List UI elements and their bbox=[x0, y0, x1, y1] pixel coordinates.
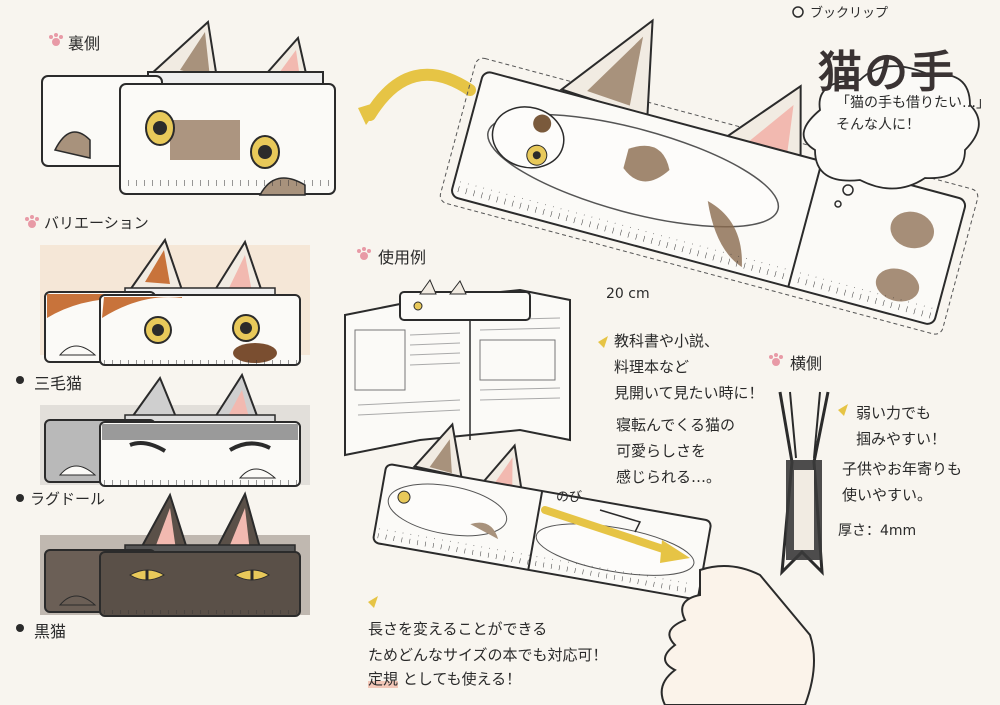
variant-label: 黒猫 bbox=[34, 622, 67, 641]
bubble-text: 「猫の手も借りたい…」 そんな人に！ bbox=[836, 95, 990, 133]
ruler-word: 定規 bbox=[368, 670, 399, 688]
paw-icon bbox=[769, 353, 783, 366]
side-note-2: 子供やお年寄りも 使いやすい。 bbox=[842, 460, 963, 504]
paw-icon bbox=[357, 247, 371, 260]
ruler-usage-text: としても使える！ bbox=[402, 670, 522, 688]
section-back: 裏側 bbox=[68, 34, 101, 53]
usage-note-1: 教科書や小説、 料理本など 見開いて見たい時に！ bbox=[614, 332, 764, 402]
main-clip bbox=[439, 18, 979, 335]
stretch-label: のび bbox=[556, 490, 583, 505]
variant-label: 三毛猫 bbox=[34, 374, 83, 393]
gray-clip bbox=[40, 372, 310, 487]
page-title: 猫の手 bbox=[818, 47, 956, 98]
variant-label: ラグドール bbox=[30, 490, 106, 508]
section-variation: バリエーション bbox=[44, 214, 149, 232]
back-side-clip bbox=[41, 20, 336, 196]
length-label: 20 cm bbox=[606, 286, 650, 302]
extended-clip bbox=[372, 422, 712, 600]
side-view-clip bbox=[778, 391, 830, 576]
calico-clip bbox=[40, 237, 310, 366]
side-note-1: 弱い力でも 掴みやすい！ bbox=[856, 404, 947, 448]
usage-note-2: 寝転んでくる猫の 可愛らしさを 感じられる…。 bbox=[616, 416, 735, 486]
length-note-2: 定規 としても使える！ bbox=[368, 668, 521, 689]
book-illustration bbox=[344, 278, 571, 457]
paw-icon bbox=[25, 215, 39, 228]
section-side: 横側 bbox=[790, 354, 823, 373]
category-label: ブックリップ bbox=[810, 6, 889, 21]
thickness-label: 厚さ：4mm bbox=[838, 523, 917, 539]
section-usage: 使用例 bbox=[378, 248, 427, 267]
black-clip bbox=[40, 491, 310, 617]
length-note-1: 長さを変えることができる ためどんなサイズの本でも対応可！ bbox=[368, 620, 608, 664]
paw-icon bbox=[49, 33, 63, 46]
